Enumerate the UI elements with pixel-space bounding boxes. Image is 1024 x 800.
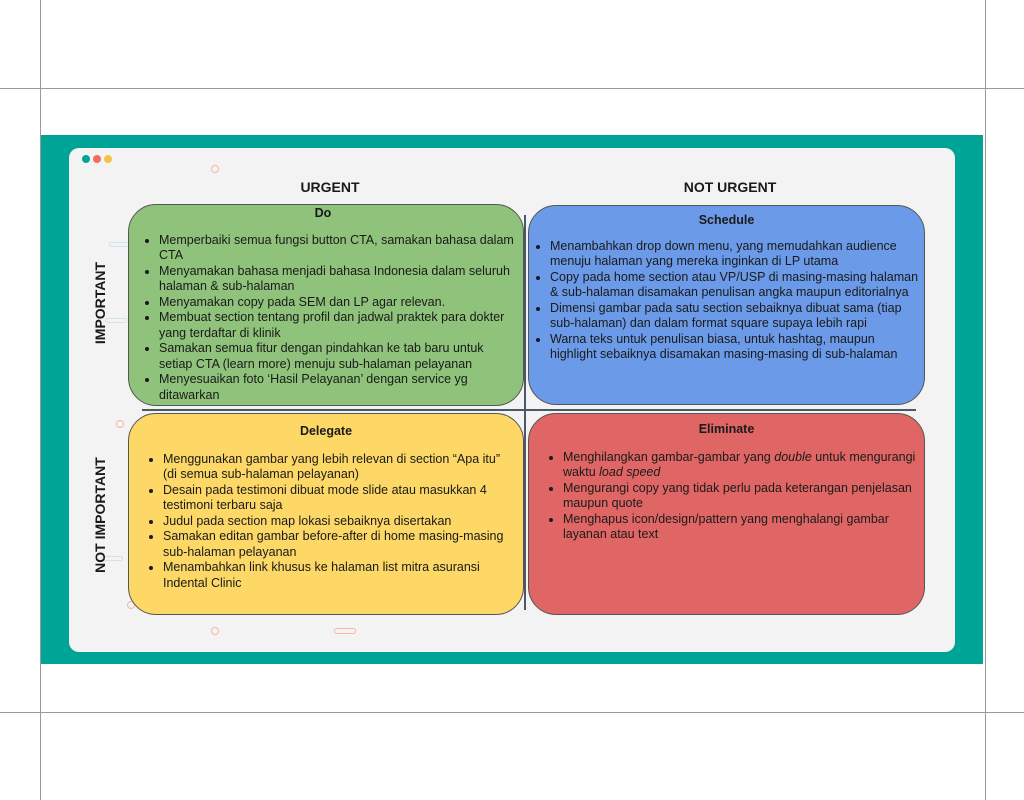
quadrant-title: Delegate xyxy=(299,424,353,438)
decor-pill-icon xyxy=(334,628,356,634)
list-item: Warna teks untuk penulisan biasa, untuk … xyxy=(550,332,924,363)
list-item: Memperbaiki semua fungsi button CTA, sam… xyxy=(159,233,515,264)
decor-circle-icon xyxy=(116,420,124,428)
window-dot-icon xyxy=(82,155,90,163)
vertical-axis-line xyxy=(524,215,526,610)
text: Menghilangkan gambar-gambar yang xyxy=(563,449,775,464)
list-item: Samakan editan gambar before-after di ho… xyxy=(163,529,517,560)
quadrant-title: Do xyxy=(314,206,332,220)
decor-bar-icon xyxy=(101,556,123,561)
quadrant-title: Schedule xyxy=(698,213,755,227)
grid-line xyxy=(40,0,41,800)
task-list: Menambahkan drop down menu, yang memudah… xyxy=(529,239,924,363)
list-item: Desain pada testimoni dibuat mode slide … xyxy=(163,483,517,514)
list-item: Copy pada home section atau VP/USP di ma… xyxy=(550,270,924,301)
task-list: Menghilangkan gambar-gambar yang double … xyxy=(529,450,924,543)
list-item: Menambahkan drop down menu, yang memudah… xyxy=(550,239,924,270)
window-dot-icon xyxy=(104,155,112,163)
quadrant-delegate: Delegate Menggunakan gambar yang lebih r… xyxy=(128,413,524,615)
list-item: Menyamakan copy pada SEM dan LP agar rel… xyxy=(159,295,515,311)
quadrant-do: Do Memperbaiki semua fungsi button CTA, … xyxy=(128,204,524,406)
decor-bar-icon xyxy=(105,318,127,323)
axis-label-important: IMPORTANT xyxy=(92,261,108,345)
list-item: Samakan semua fitur dengan pindahkan ke … xyxy=(159,341,515,372)
grid-line xyxy=(0,712,1024,713)
grid-line xyxy=(985,0,986,800)
horizontal-axis-line xyxy=(142,409,916,411)
list-item: Dimensi gambar pada satu section sebaikn… xyxy=(550,301,924,332)
emphasis-text: double xyxy=(774,449,812,464)
list-item: Mengurangi copy yang tidak perlu pada ke… xyxy=(563,481,918,512)
list-item: Judul pada section map lokasi sebaiknya … xyxy=(163,514,517,530)
window-dot-icon xyxy=(93,155,101,163)
quadrant-schedule: Schedule Menambahkan drop down menu, yan… xyxy=(528,205,925,405)
decor-circle-icon xyxy=(211,165,219,173)
axis-label-not-important: NOT IMPORTANT xyxy=(92,457,108,573)
task-list: Menggunakan gambar yang lebih relevan di… xyxy=(129,452,523,592)
emphasis-text: load speed xyxy=(599,465,661,479)
quadrant-title: Eliminate xyxy=(698,422,755,436)
grid-line xyxy=(0,88,1024,89)
decor-circle-icon xyxy=(211,627,219,635)
axis-label-not-urgent: NOT URGENT xyxy=(683,179,777,195)
list-item: Menghapus icon/design/pattern yang mengh… xyxy=(563,512,918,543)
list-item: Membuat section tentang profil dan jadwa… xyxy=(159,310,515,341)
list-item: Menyamakan bahasa menjadi bahasa Indones… xyxy=(159,264,515,295)
text: untuk mengurangi waktu xyxy=(563,449,916,480)
list-item: Menghilangkan gambar-gambar yang double … xyxy=(563,450,918,481)
list-item: Menyesuaikan foto ‘Hasil Pelayanan’ deng… xyxy=(159,372,515,403)
list-item: Menggunakan gambar yang lebih relevan di… xyxy=(163,452,517,483)
axis-label-urgent: URGENT xyxy=(300,179,360,195)
list-item: Menambahkan link khusus ke halaman list … xyxy=(163,560,517,591)
quadrant-eliminate: Eliminate Menghilangkan gambar-gambar ya… xyxy=(528,413,925,615)
task-list: Memperbaiki semua fungsi button CTA, sam… xyxy=(131,233,515,404)
